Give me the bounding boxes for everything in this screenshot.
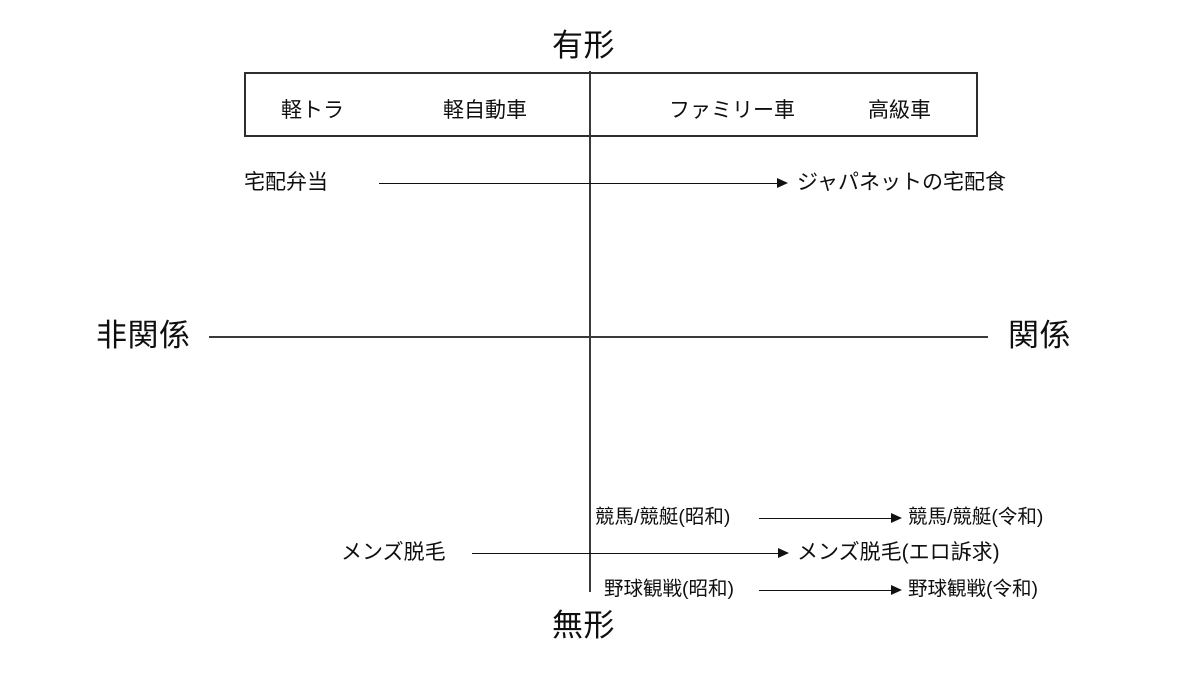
axis-label-right: 関係 [1008, 318, 1071, 353]
arrow-takuhai-line [379, 183, 779, 184]
axis-label-top: 有形 [552, 28, 615, 63]
arrow-yakyuu-head [891, 585, 902, 595]
axis-label-bottom: 無形 [552, 608, 615, 643]
category-item-luxury-car: 高級車 [868, 99, 931, 122]
arrow-yakyuu-to-label: 野球観戦(令和) [908, 578, 1038, 600]
horizontal-axis-line [209, 336, 988, 338]
category-item-kei-car: 軽自動車 [443, 99, 527, 122]
arrow-takuhai-to-label: ジャパネットの宅配食 [797, 171, 1006, 194]
vertical-axis-line [589, 71, 591, 592]
arrow-keiba-from-label: 競馬/競艇(昭和) [595, 506, 731, 528]
arrow-mens-datsumou-to-label: メンズ脱毛(エロ訴求) [797, 541, 1000, 564]
arrow-mens-datsumou-head [778, 548, 789, 558]
arrow-takuhai-from-label: 宅配弁当 [244, 171, 328, 194]
arrow-keiba-line [759, 518, 893, 519]
category-item-family-car: ファミリー車 [669, 99, 795, 122]
axis-label-left: 非関係 [96, 318, 191, 353]
arrow-keiba-head [891, 513, 902, 523]
arrow-mens-datsumou-from-label: メンズ脱毛 [341, 541, 446, 564]
arrow-yakyuu-from-label: 野球観戦(昭和) [604, 578, 734, 600]
arrow-keiba-to-label: 競馬/競艇(令和) [908, 506, 1044, 528]
category-item-kei-truck: 軽トラ [281, 99, 344, 122]
arrow-mens-datsumou-line [472, 553, 780, 554]
arrow-yakyuu-line [759, 590, 893, 591]
category-box-vehicles [244, 72, 978, 137]
arrow-takuhai-head [777, 178, 788, 188]
